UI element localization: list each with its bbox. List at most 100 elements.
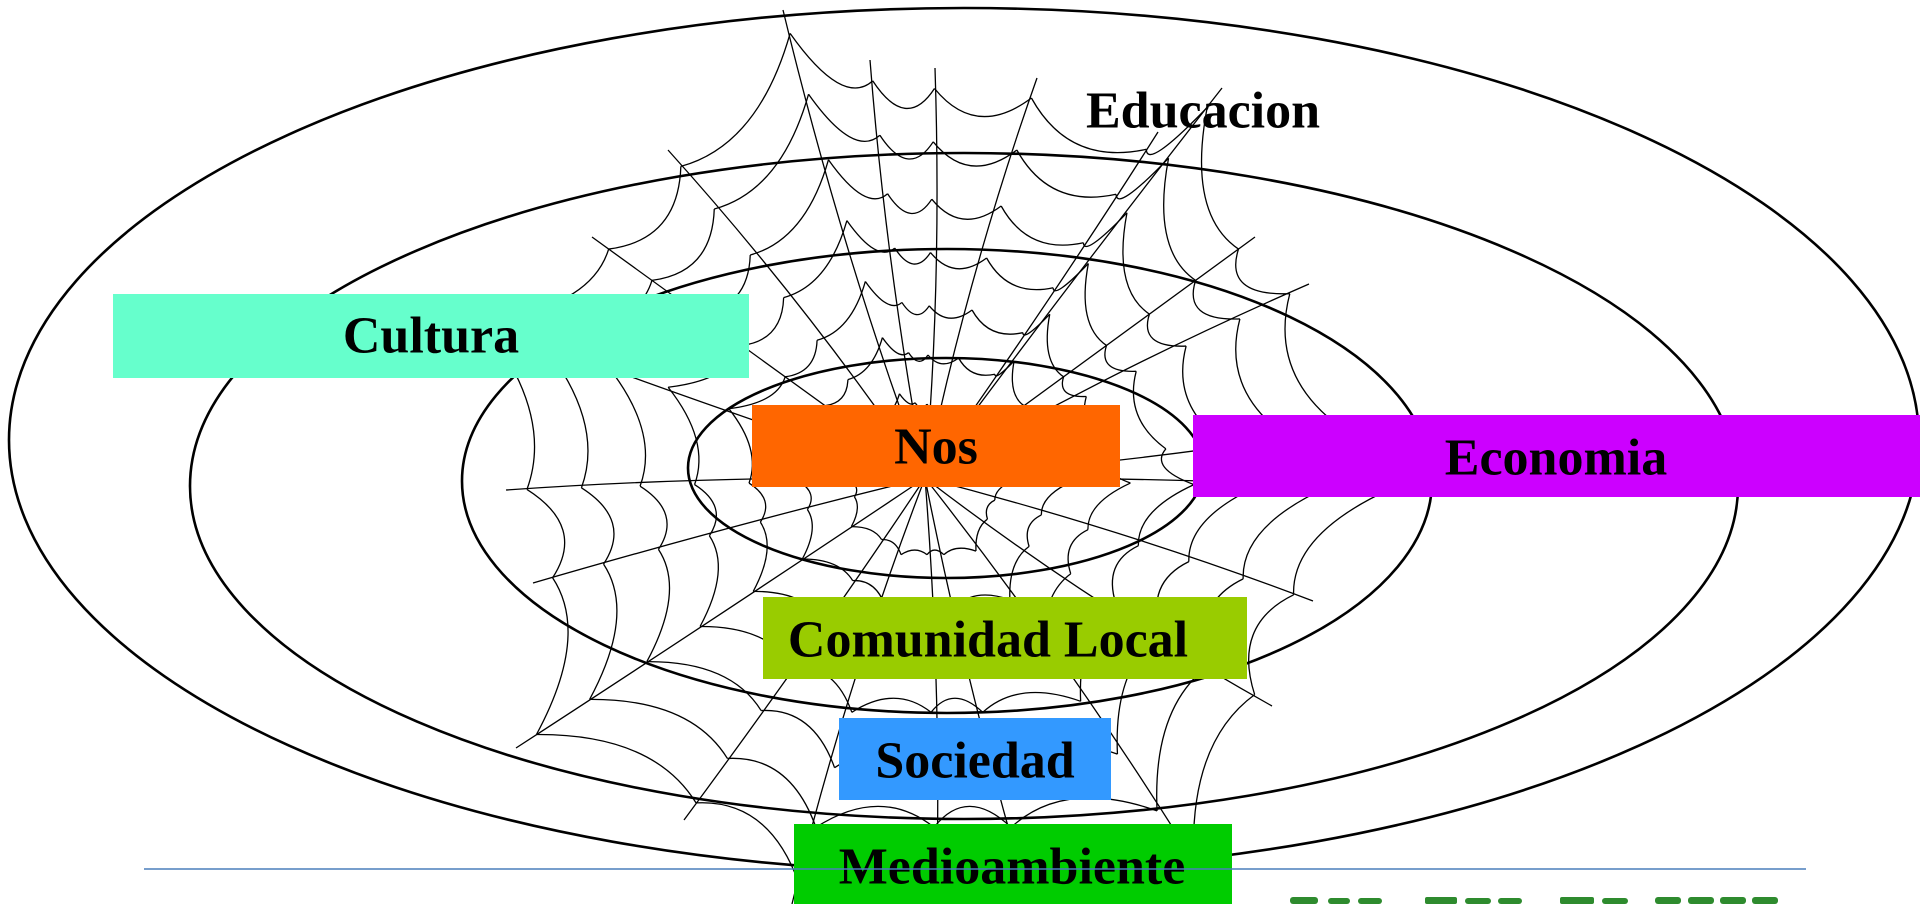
box-cultura-bg: [113, 294, 749, 378]
web-spiral-thread: [881, 337, 909, 356]
web-spiral-thread: [802, 558, 854, 581]
web-spiral-thread: [694, 484, 717, 537]
web-spiral-thread: [958, 357, 996, 376]
box-sociedad: Sociedad: [839, 718, 1111, 800]
web-spiral-thread: [985, 499, 996, 520]
web-spiral-thread: [1011, 360, 1025, 407]
web-spiral-thread: [971, 309, 1023, 335]
web-spiral-thread: [589, 563, 618, 700]
web-spiral-thread: [639, 485, 668, 550]
web-spiral-thread: [1111, 545, 1139, 604]
web-spiral-thread: [1046, 314, 1064, 378]
web-spiral-thread: [898, 393, 916, 405]
web-spiral-thread: [789, 33, 874, 89]
web-spiral-thread: [1030, 97, 1147, 154]
web-spiral-thread: [1000, 205, 1084, 246]
web-spiral-thread: [808, 93, 881, 142]
footer-glyph: [1498, 898, 1522, 904]
web-spiral-thread: [536, 733, 697, 804]
web-spiral-thread: [929, 252, 987, 270]
web-spiral-thread: [928, 305, 973, 319]
web-spiral-thread: [1248, 594, 1294, 695]
web-spiral-thread: [933, 805, 1012, 828]
web-spiral-thread: [801, 509, 813, 560]
label-medioambiente: Medioambiente: [839, 839, 1186, 896]
web-spiral-thread: [986, 257, 1054, 291]
web-spiral-thread: [851, 525, 883, 540]
web-spiral-thread: [680, 33, 791, 168]
web-spiral-thread: [927, 354, 959, 365]
web-spiral-thread: [907, 352, 929, 362]
footer-glyph: [1328, 898, 1350, 904]
web-spiral-thread: [815, 805, 935, 828]
box-nos: Nos: [752, 405, 1120, 487]
web-spiral-thread: [846, 220, 896, 253]
web-spiral-thread: [1115, 157, 1170, 200]
label-comunidad-local: Comunidad Local: [788, 612, 1188, 669]
web-spiral-thread: [975, 518, 988, 552]
web-spiral-thread: [526, 488, 566, 579]
box-medioambiente: Medioambiente: [794, 824, 1232, 904]
web-spiral-thread: [714, 94, 810, 210]
web-spiral-thread: [581, 487, 615, 565]
label-nos: Nos: [894, 419, 978, 476]
label-sociedad: Sociedad: [875, 733, 1074, 790]
box-comunidad-local-bg: [763, 597, 1247, 679]
web-spiral-thread: [727, 757, 817, 828]
web-spiral-thread: [827, 159, 889, 200]
web-spiral-thread: [1016, 149, 1117, 198]
web-spiral-thread: [1061, 376, 1087, 398]
web-spiral-thread: [1242, 487, 1327, 579]
web-spiral-thread: [1122, 212, 1150, 315]
web-spiral-thread: [926, 549, 945, 556]
web-spiral-thread: [1200, 107, 1239, 250]
web-spiral-thread: [1132, 371, 1167, 450]
web-spiral-thread: [994, 360, 1015, 377]
web-spiral-thread: [1087, 482, 1131, 530]
web-spiral-thread: [851, 697, 932, 713]
box-nos-bg: [752, 405, 1120, 487]
web-radial-thread: [515, 477, 926, 749]
web-spiral-thread: [943, 547, 977, 556]
web-spiral-thread: [1082, 212, 1128, 248]
web-radial-thread: [924, 477, 1314, 602]
web-spiral-thread: [1145, 107, 1208, 156]
web-spiral-thread: [699, 535, 719, 627]
box-comunidad-local: Comunidad Local: [763, 597, 1247, 679]
web-spiral-thread: [1052, 263, 1089, 292]
web-spiral-thread: [646, 549, 671, 662]
web-spiral-thread: [667, 386, 700, 485]
web-spiral-thread: [930, 697, 984, 713]
footer-glyph: [1688, 897, 1714, 904]
box-cultura: Cultura: [113, 294, 749, 378]
web-spiral-thread: [881, 538, 902, 555]
web-spiral-thread: [933, 88, 1032, 118]
web-spiral-thread: [1022, 313, 1051, 336]
web-spiral-thread: [872, 80, 936, 109]
footer-glyph: [1752, 897, 1778, 904]
box-sociedad-bg: [839, 718, 1111, 800]
web-spiral-thread: [1292, 488, 1390, 595]
footer-glyph: [1602, 898, 1628, 904]
web-spiral-thread: [847, 337, 884, 381]
web-spiral-thread: [785, 340, 818, 378]
web-spiral-thread: [932, 141, 1018, 167]
web-spiral-thread: [1156, 664, 1210, 811]
footer-glyph: [1425, 897, 1457, 904]
footer-glyph: [1560, 897, 1594, 904]
web-spiral-thread: [825, 379, 849, 407]
web-spiral-thread: [816, 281, 866, 341]
web-spiral-thread: [982, 691, 1081, 713]
web-spiral-thread: [1026, 514, 1042, 547]
web-spiral-thread: [1192, 280, 1240, 320]
web-spiral-thread: [1188, 485, 1258, 562]
web-spiral-thread: [1163, 158, 1196, 281]
web-spiral-thread: [761, 709, 836, 768]
footer-glyph: [1655, 897, 1681, 904]
web-spiral-thread: [750, 159, 830, 256]
web-spiral-thread: [589, 698, 728, 759]
web-spiral-thread: [894, 247, 932, 265]
label-boxes: Cultura Nos Economia Comunidad Local Soc…: [113, 83, 1920, 904]
web-spiral-thread: [1084, 263, 1107, 346]
